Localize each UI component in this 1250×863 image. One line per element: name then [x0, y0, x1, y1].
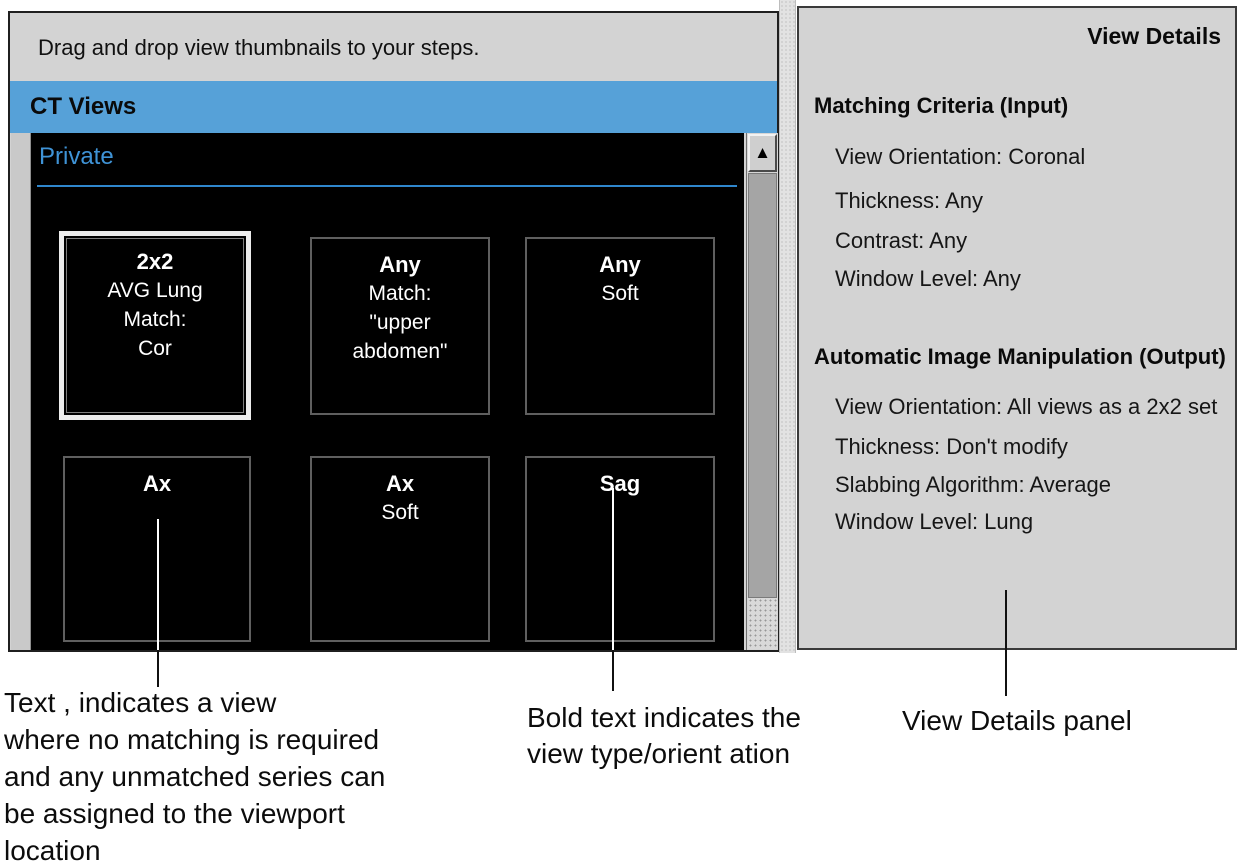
view-details-title: View Details — [1087, 23, 1221, 49]
matching-window-level: Window Level: Any — [835, 266, 1021, 291]
output-window-level: Window Level: Lung — [835, 509, 1034, 534]
tile-title: 2x2 — [136, 249, 174, 274]
group-underline — [37, 185, 737, 187]
tile-title: Sag — [599, 471, 641, 496]
view-thumbnail-any-soft[interactable]: Any Soft — [525, 237, 715, 415]
matching-thickness: Thickness: Any — [835, 188, 983, 213]
view-thumbnail-any-upper-abdomen[interactable]: Any Match: "upper abdomen" — [310, 237, 490, 415]
ct-views-header-label: CT Views — [30, 93, 137, 120]
panel-splitter[interactable] — [779, 0, 796, 653]
output-thickness: Thickness: Don't modify — [835, 434, 1068, 459]
tile-line: Soft — [601, 282, 639, 305]
tile-title: Ax — [142, 471, 172, 496]
tile-line: AVG Lung — [107, 279, 203, 302]
tile-title: Any — [599, 252, 641, 277]
view-thumbnail-sag[interactable]: Sag — [525, 456, 715, 642]
matching-contrast: Contrast: Any — [835, 228, 968, 253]
scroll-up-button[interactable]: ▲ — [748, 134, 777, 172]
scrollbar-thumb[interactable] — [748, 173, 777, 598]
annotation-line: Bold text indicates the — [527, 702, 801, 733]
instruction-text: Drag and drop view thumbnails to your st… — [38, 35, 480, 60]
ct-views-header[interactable]: CT Views — [10, 81, 777, 133]
vertical-scrollbar[interactable]: ▲ — [746, 133, 778, 650]
callout-line-view-details — [1005, 590, 1007, 696]
view-thumbnail-2x2-avg-lung[interactable]: 2x2 AVG Lung Match: Cor — [59, 231, 251, 420]
annotation-bold-text: Bold text indicates the view type/orient… — [527, 700, 887, 772]
annotation-view-details-panel: View Details panel — [902, 702, 1232, 739]
group-label-private: Private — [39, 143, 114, 170]
tile-line: Cor — [138, 337, 172, 360]
view-thumbnails-panel: Drag and drop view thumbnails to your st… — [8, 11, 779, 652]
tile-line: abdomen" — [352, 340, 448, 363]
scrollbar-trough[interactable] — [748, 598, 777, 649]
tile-line: "upper — [369, 311, 431, 334]
annotation-line: Text , indicates a view — [4, 687, 277, 718]
annotation-line: where no matching is required — [4, 724, 380, 755]
annotation-line: View Details panel — [902, 705, 1132, 736]
listbox-left-gutter — [11, 133, 31, 650]
thumbnail-list: Private 2x2 AVG Lung Match: Cor Any Matc… — [31, 133, 744, 650]
tile-title: Any — [379, 252, 421, 277]
view-thumbnail-ax-soft[interactable]: Ax Soft — [310, 456, 490, 642]
callout-line-ax-white — [157, 519, 159, 650]
matching-criteria-heading: Matching Criteria (Input) — [814, 93, 1069, 118]
annotation-line: be assigned to the viewport — [4, 798, 345, 829]
tile-line: Match: — [123, 308, 187, 331]
view-details-panel: View Details Matching Criteria (Input) V… — [797, 6, 1237, 650]
up-arrow-icon: ▲ — [754, 143, 771, 162]
annotation-line: view type/orient ation — [527, 738, 791, 769]
callout-line-sag-black — [612, 650, 614, 691]
matching-view-orientation: View Orientation: Coronal — [835, 144, 1086, 169]
auto-manipulation-heading: Automatic Image Manipulation (Output) — [814, 344, 1226, 369]
callout-line-sag-white — [612, 488, 614, 650]
tile-line: Match: — [368, 282, 432, 305]
tile-line: Soft — [381, 501, 419, 524]
tile-title: Ax — [385, 471, 415, 496]
annotation-unmatched-text: Text , indicates a view where no matchin… — [4, 684, 484, 863]
output-view-orientation: View Orientation: All views as a 2x2 set — [835, 394, 1218, 419]
callout-line-ax-black — [157, 650, 159, 687]
annotation-line: location — [4, 835, 101, 863]
output-slabbing-algorithm: Slabbing Algorithm: Average — [835, 472, 1111, 497]
annotation-line: and any unmatched series can — [4, 761, 386, 792]
